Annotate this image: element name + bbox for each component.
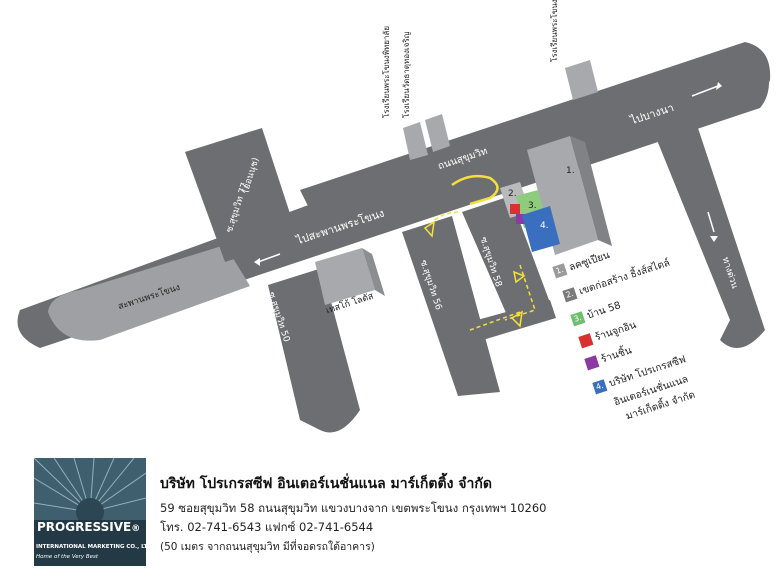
soi-77-road	[185, 128, 298, 262]
logo-line1: INTERNATIONAL MARKETING CO., LTD.	[36, 544, 155, 550]
logo-brand: PROGRESSIVE®	[37, 520, 141, 534]
route-arrow-1	[423, 220, 435, 238]
building-1-num: 1.	[566, 166, 575, 176]
building-shop-purple	[516, 214, 526, 224]
soi-connector	[470, 300, 556, 342]
phrakhanong-bridge	[48, 245, 250, 341]
company-note: (50 เมตร จากถนนสุขุมวิท มีที่จอดรถใต้อาค…	[160, 541, 375, 553]
route-arrow-3	[512, 270, 526, 284]
arrow-tollway-head	[710, 236, 718, 242]
logo-graphic	[33, 457, 147, 566]
company-logo: PROGRESSIVE® INTERNATIONAL MARKETING CO.…	[33, 457, 154, 566]
tesco-building-side	[362, 248, 385, 296]
arrow-tollway	[707, 211, 715, 233]
school-1-building	[403, 122, 428, 160]
legend-swatch: 3.	[570, 311, 586, 327]
logo-line2: Home of the Very Best	[36, 554, 99, 560]
road-to-bangna	[300, 42, 771, 250]
legend-swatch: 2.	[562, 287, 578, 303]
building-4-num: 4.	[540, 221, 549, 231]
label-school-2: โรงเรียนวัดธาตุทองเจริญ	[402, 31, 411, 118]
route-arrow-2	[510, 310, 523, 328]
soi-56-road	[402, 216, 500, 396]
legend-swatch: 4.	[592, 379, 608, 395]
route-path	[451, 174, 499, 206]
building-1-side	[570, 136, 612, 246]
label-school-3: โรงเรียนพระโขนง	[550, 0, 559, 62]
company-phone: โทร. 02-741-6543 แฟกซ์ 02-741-6544	[160, 520, 374, 534]
legend-swatch: 1.	[552, 263, 568, 279]
building-4	[522, 206, 560, 252]
arrow-to-bangna-head	[716, 82, 722, 90]
school-2-building	[425, 114, 450, 152]
legend-swatch	[584, 355, 600, 371]
arrow-to-bridge-head	[254, 258, 260, 266]
building-3-num: 3.	[528, 201, 537, 211]
arrow-to-bridge	[257, 253, 281, 263]
label-school-1: โรงเรียนพระโขนงพิทยาลัย	[382, 25, 391, 118]
arrow-to-bangna	[691, 85, 719, 97]
location-map: 1. 2. 3. 4.	[17, 42, 771, 433]
school-3-building	[565, 60, 598, 100]
company-name: บริษัท โปรเกรสซีฟ อินเตอร์เนชั่นแนล มาร์…	[160, 476, 492, 492]
soi-50-road	[268, 268, 360, 433]
building-shop-red	[510, 204, 520, 214]
company-address: 59 ซอยสุขุมวิท 58 ถนนสุขุมวิท แขวงบางจาก…	[160, 501, 547, 515]
building-1	[527, 136, 598, 255]
soi-62-road	[648, 104, 765, 348]
tesco-building	[315, 248, 375, 305]
legend-swatch	[578, 333, 594, 349]
building-2-num: 2.	[508, 189, 517, 199]
soi-58-road	[462, 196, 552, 322]
